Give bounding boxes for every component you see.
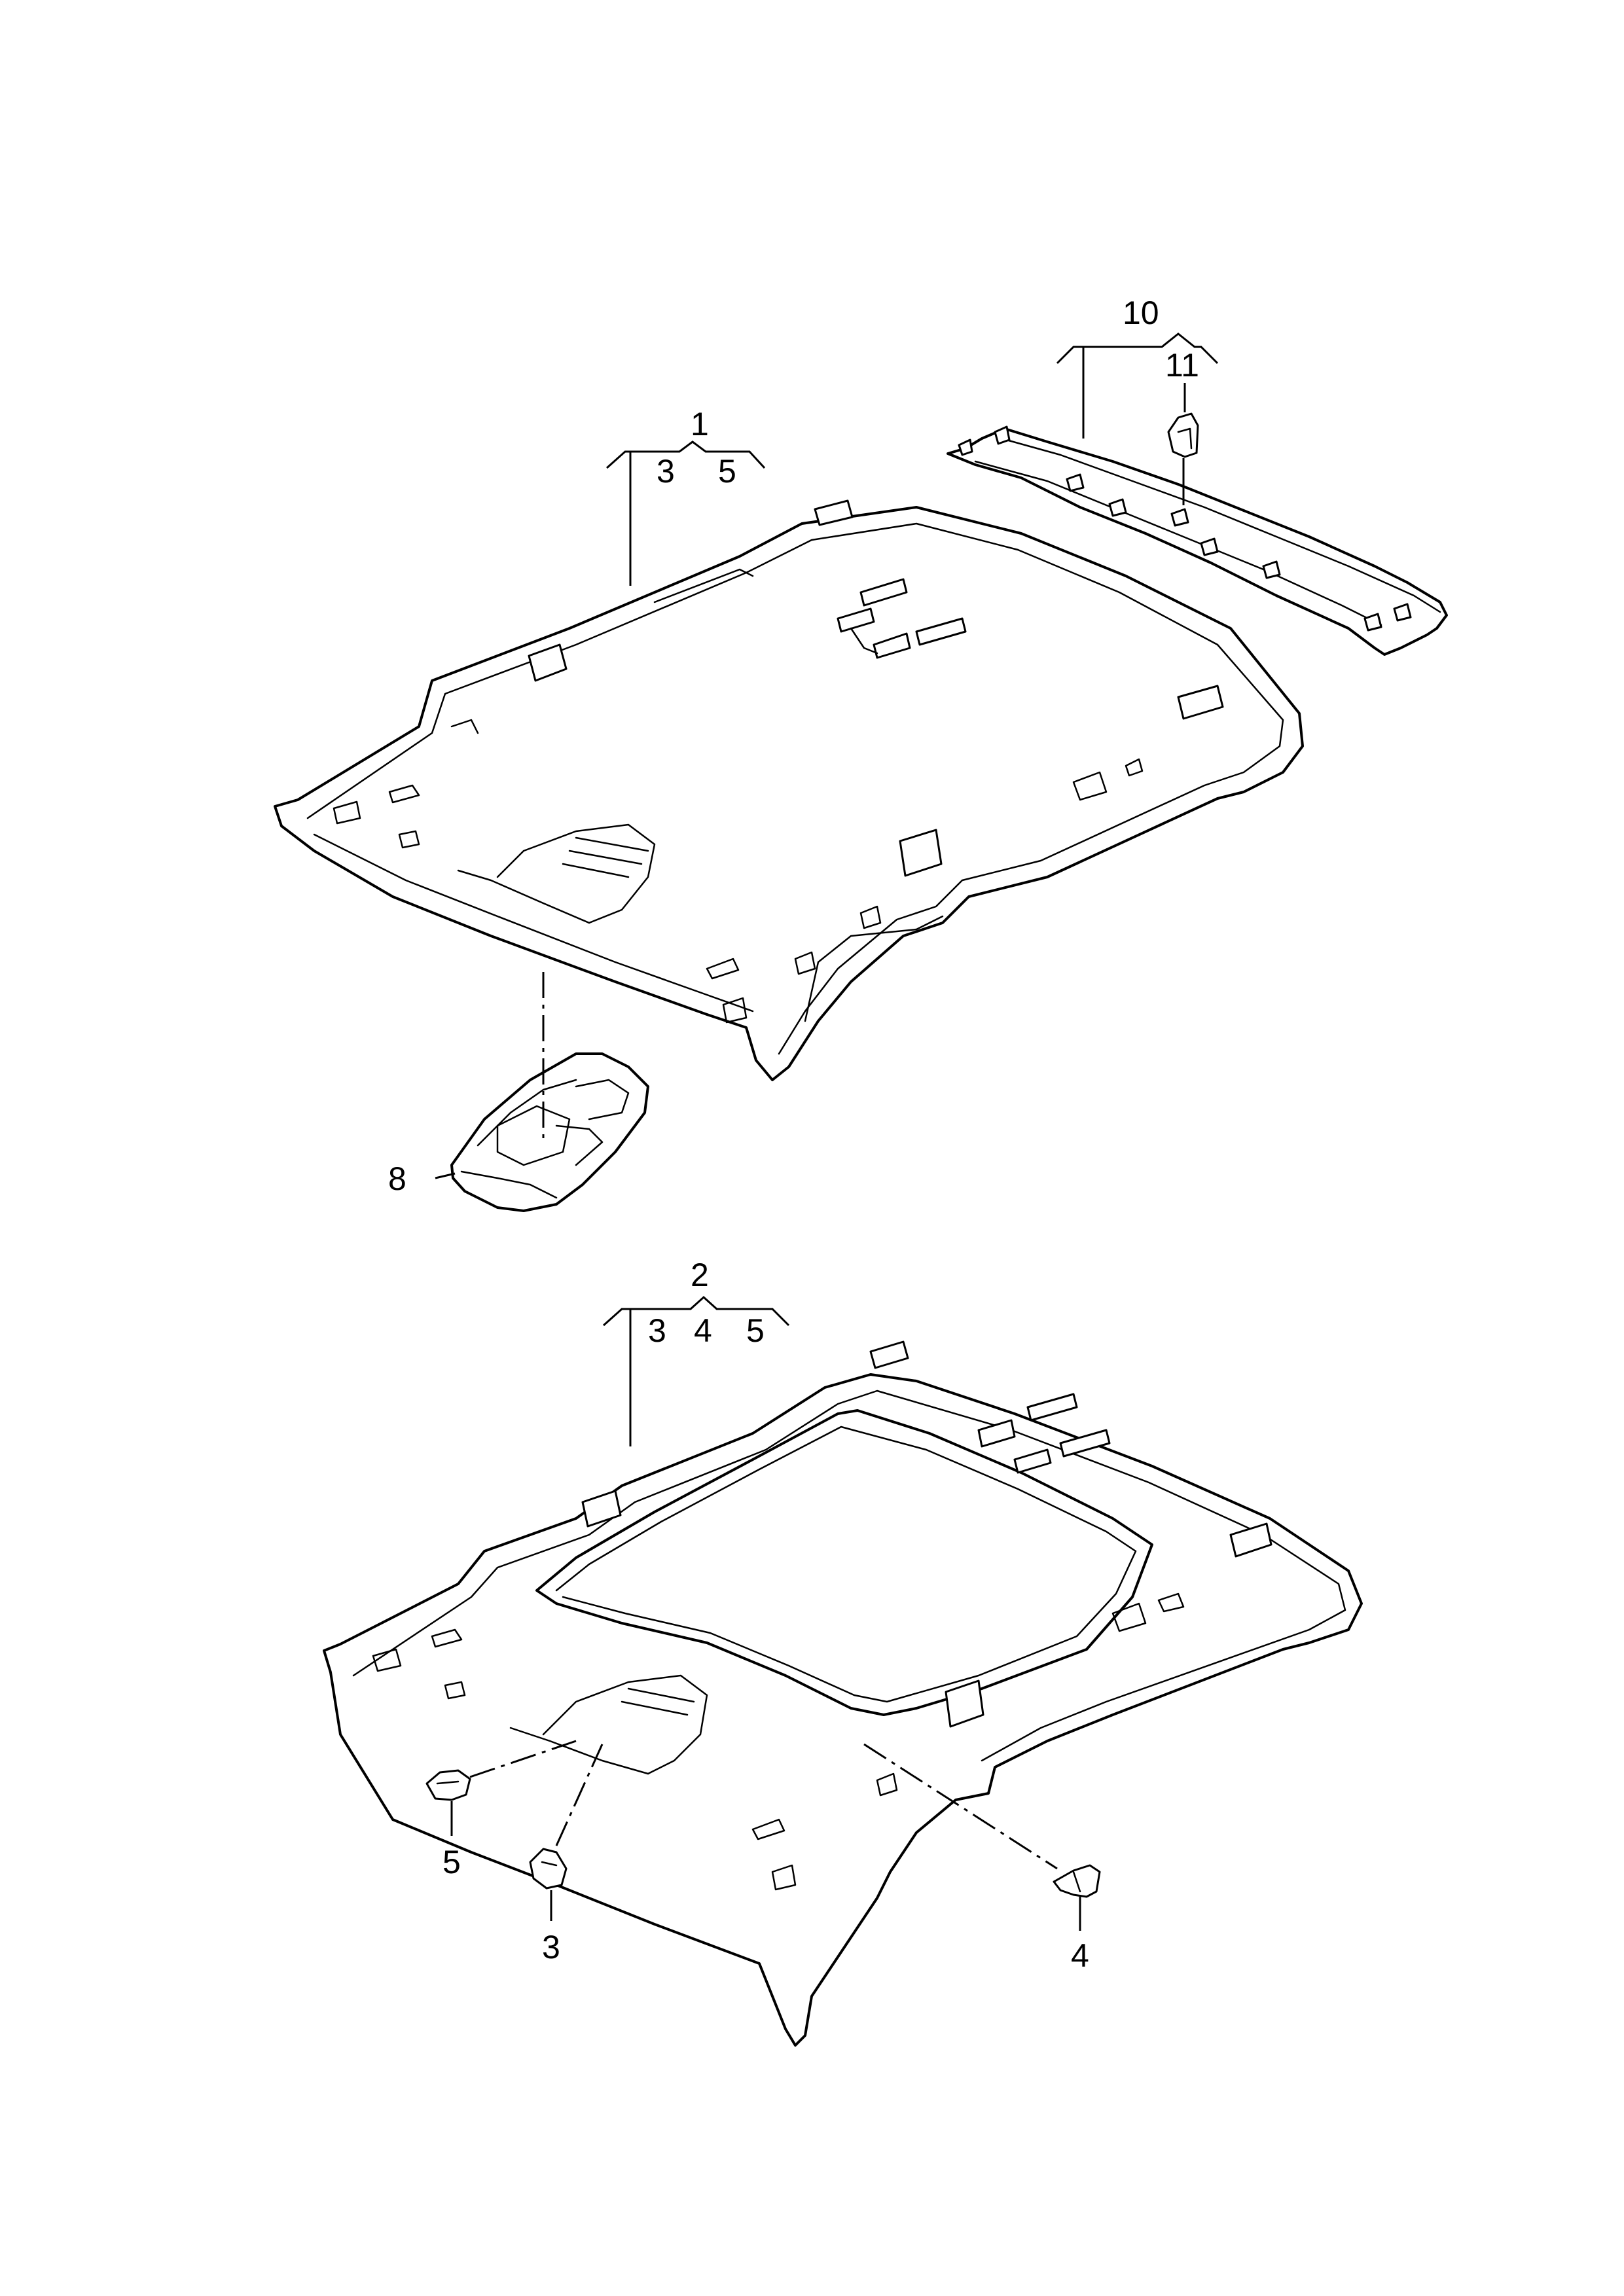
label-ref-2: 2 — [691, 1257, 709, 1293]
label-ref-5: 5 — [442, 1844, 461, 1880]
label-ref-1-sub-5: 5 — [718, 453, 736, 490]
headliner-bottom — [323, 1340, 1363, 2047]
headliner-top — [274, 499, 1304, 1081]
callout-labels: 1 3 5 10 11 8 2 3 4 5 5 3 4 — [388, 295, 1199, 1974]
label-ref-2-sub-5: 5 — [746, 1312, 765, 1349]
label-ref-10: 10 — [1123, 295, 1159, 331]
label-ref-4: 4 — [1071, 1937, 1089, 1974]
label-ref-2-sub-3: 3 — [648, 1312, 666, 1349]
label-ref-2-sub-4: 4 — [694, 1312, 712, 1349]
callout-lines — [435, 332, 1219, 1931]
label-ref-1: 1 — [691, 406, 709, 442]
console-part-8 — [450, 1052, 649, 1212]
clip-part-5 — [425, 1769, 471, 1801]
rail-part-10 — [947, 425, 1448, 656]
clip-part-11 — [1167, 412, 1199, 458]
label-ref-11: 11 — [1165, 347, 1199, 384]
label-ref-8: 8 — [388, 1160, 406, 1197]
clip-part-4 — [1053, 1864, 1101, 1898]
label-ref-1-sub-3: 3 — [657, 453, 675, 490]
clip-part-3 — [529, 1848, 568, 1890]
label-ref-3: 3 — [542, 1929, 560, 1965]
